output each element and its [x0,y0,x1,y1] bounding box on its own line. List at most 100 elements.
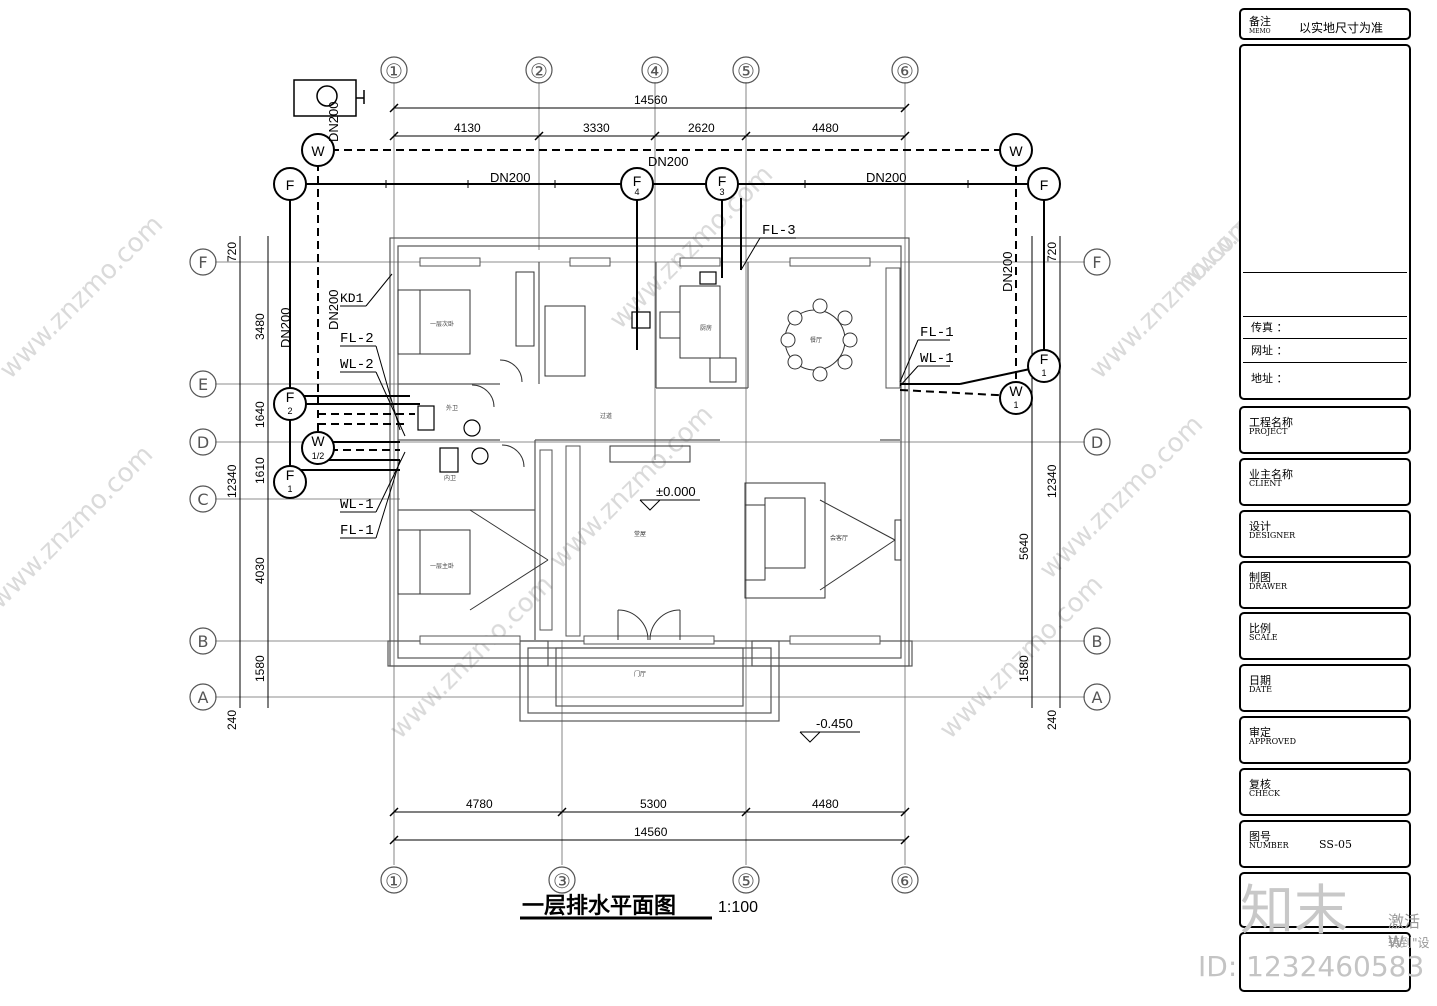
dim-bottom: 5300 [640,797,667,811]
riser-label-fl2: FL-2 [340,331,374,347]
website-label: 网址 ： [1251,344,1288,357]
label-leaders [340,237,950,539]
manhole-f [620,167,654,201]
manhole-letter: F [718,173,727,189]
manhole-letter: F [286,389,295,405]
room-label: 过道 [600,412,612,420]
axis-label-side: D [197,433,209,452]
dimension-text: 14560 4130 3330 2620 4480 4780 5300 4480… [225,93,1059,839]
row-label-cn: 复核 [1249,778,1271,791]
axis-label-bottom: ⑤ [737,869,755,893]
riser-label-fl1: FL-1 [920,325,954,341]
row-label-cn: 比例 [1249,622,1271,635]
manhole-letters: W F F F W F F W F F W [286,143,1049,483]
dim-left: 1580 [253,655,267,682]
row-label-en: CLIENT [1249,479,1282,488]
manhole-letter: W [311,143,325,159]
windows [419,257,901,645]
level-zero: ±0.000 [656,484,696,499]
dn-label: DN200 [326,102,341,142]
dim-left: 4030 [253,557,267,584]
sofa [744,482,826,599]
manhole-number: 1 [1013,400,1018,410]
pipe-ticks [385,180,969,188]
dn-label: DN200 [490,170,530,185]
row-label-cn: 制图 [1249,571,1271,584]
axis-labels: ① ② ④ ⑤ ⑥ ① ③ ⑤ ⑥ [385,59,914,893]
dim-bottom: 4480 [812,797,839,811]
axis-label-top: ① [385,59,403,83]
dn-label: DN200 [648,154,688,169]
manhole-letter: W [311,433,325,449]
watermark-text: www.znzmo.com [0,210,169,385]
row-label-en: CHECK [1249,789,1281,798]
goto-text: 转到"设 [1388,936,1430,950]
dim-top: 4130 [454,121,481,135]
dim-bottom: 4780 [466,797,493,811]
manhole-letter: F [286,177,295,193]
manhole-number: 2 [287,406,292,416]
dim-left: 240 [225,710,239,730]
row-label-en: DATE [1249,685,1272,694]
memo-value: 以实地尺寸为准 [1299,21,1384,35]
riser-label-wl1: WL-1 [920,351,954,367]
dim-top: 3330 [583,121,610,135]
title-block-row [1239,932,1411,992]
memo-en: MEMO [1249,28,1271,35]
manhole-f [273,167,307,201]
manhole-w [301,431,335,465]
stair [544,305,586,377]
manhole-number: 1/2 [312,451,325,461]
row-label-cn: 图号 [1249,830,1271,843]
room-label: 门厅 [634,670,646,678]
riser-labels: FL-3 KD1 FL-2 WL-2 WL-1 FL-1 FL-1 WL-1 [340,223,954,539]
dim-top: 4480 [812,121,839,135]
sanitary-fixtures [417,271,717,473]
row-label-en: DESIGNER [1249,531,1296,540]
watermark-logo: 知末 [1240,879,1348,942]
manhole-w [999,381,1033,415]
drawing-title: 一层排水平面图 [522,893,676,918]
dim-left: 3480 [253,313,267,340]
manholes [273,133,1061,499]
axis-label-side: B [198,632,209,651]
riser-label-wl1: WL-1 [340,497,374,513]
dn-label: DN200 [326,290,341,330]
axis-label-top: ⑥ [896,59,914,83]
row-label-cn: 日期 [1249,674,1271,687]
dim-right: 5640 [1017,533,1031,560]
dn-label: DN200 [278,308,293,348]
manhole-w [301,133,335,167]
level-marks [639,499,860,743]
manhole-f [273,465,307,499]
bed-master [397,529,471,595]
axis-label-bottom: ③ [553,869,571,893]
manhole-letter: F [1040,351,1049,367]
riser-label-kd1: KD1 [340,291,364,306]
dim-total-top: 14560 [634,93,668,107]
address-label: 地址 ： [1251,372,1288,385]
dn-labels: DN200 DN200 DN200 DN200 DN200 DN200 DN20… [278,102,1015,348]
manhole-letter: F [1040,177,1049,193]
row-label-cn: 设计 [1249,520,1271,533]
manhole-f [1027,167,1061,201]
dining-chairs [780,298,858,382]
row-label-en: DRAWER [1249,582,1287,591]
room-label: 一层次卧 [430,320,454,328]
axis-labels-side: F E D C B A F D B A [197,253,1103,707]
dim-right: 240 [1045,710,1059,730]
axis-bubbles [189,56,1111,894]
axis-label-top: ④ [646,59,664,83]
riser-label-wl2: WL-2 [340,357,374,373]
room-labels: 一层次卧 厨房 餐厅 过道 外卫 内卫 堂屋 会客厅 一层主卧 门厅 [430,320,848,678]
manhole-number: 4 [634,187,639,197]
level-neg: -0.450 [816,716,853,731]
logo-panel: 传真 ： 网址 ： 地址 ： [1239,44,1411,400]
